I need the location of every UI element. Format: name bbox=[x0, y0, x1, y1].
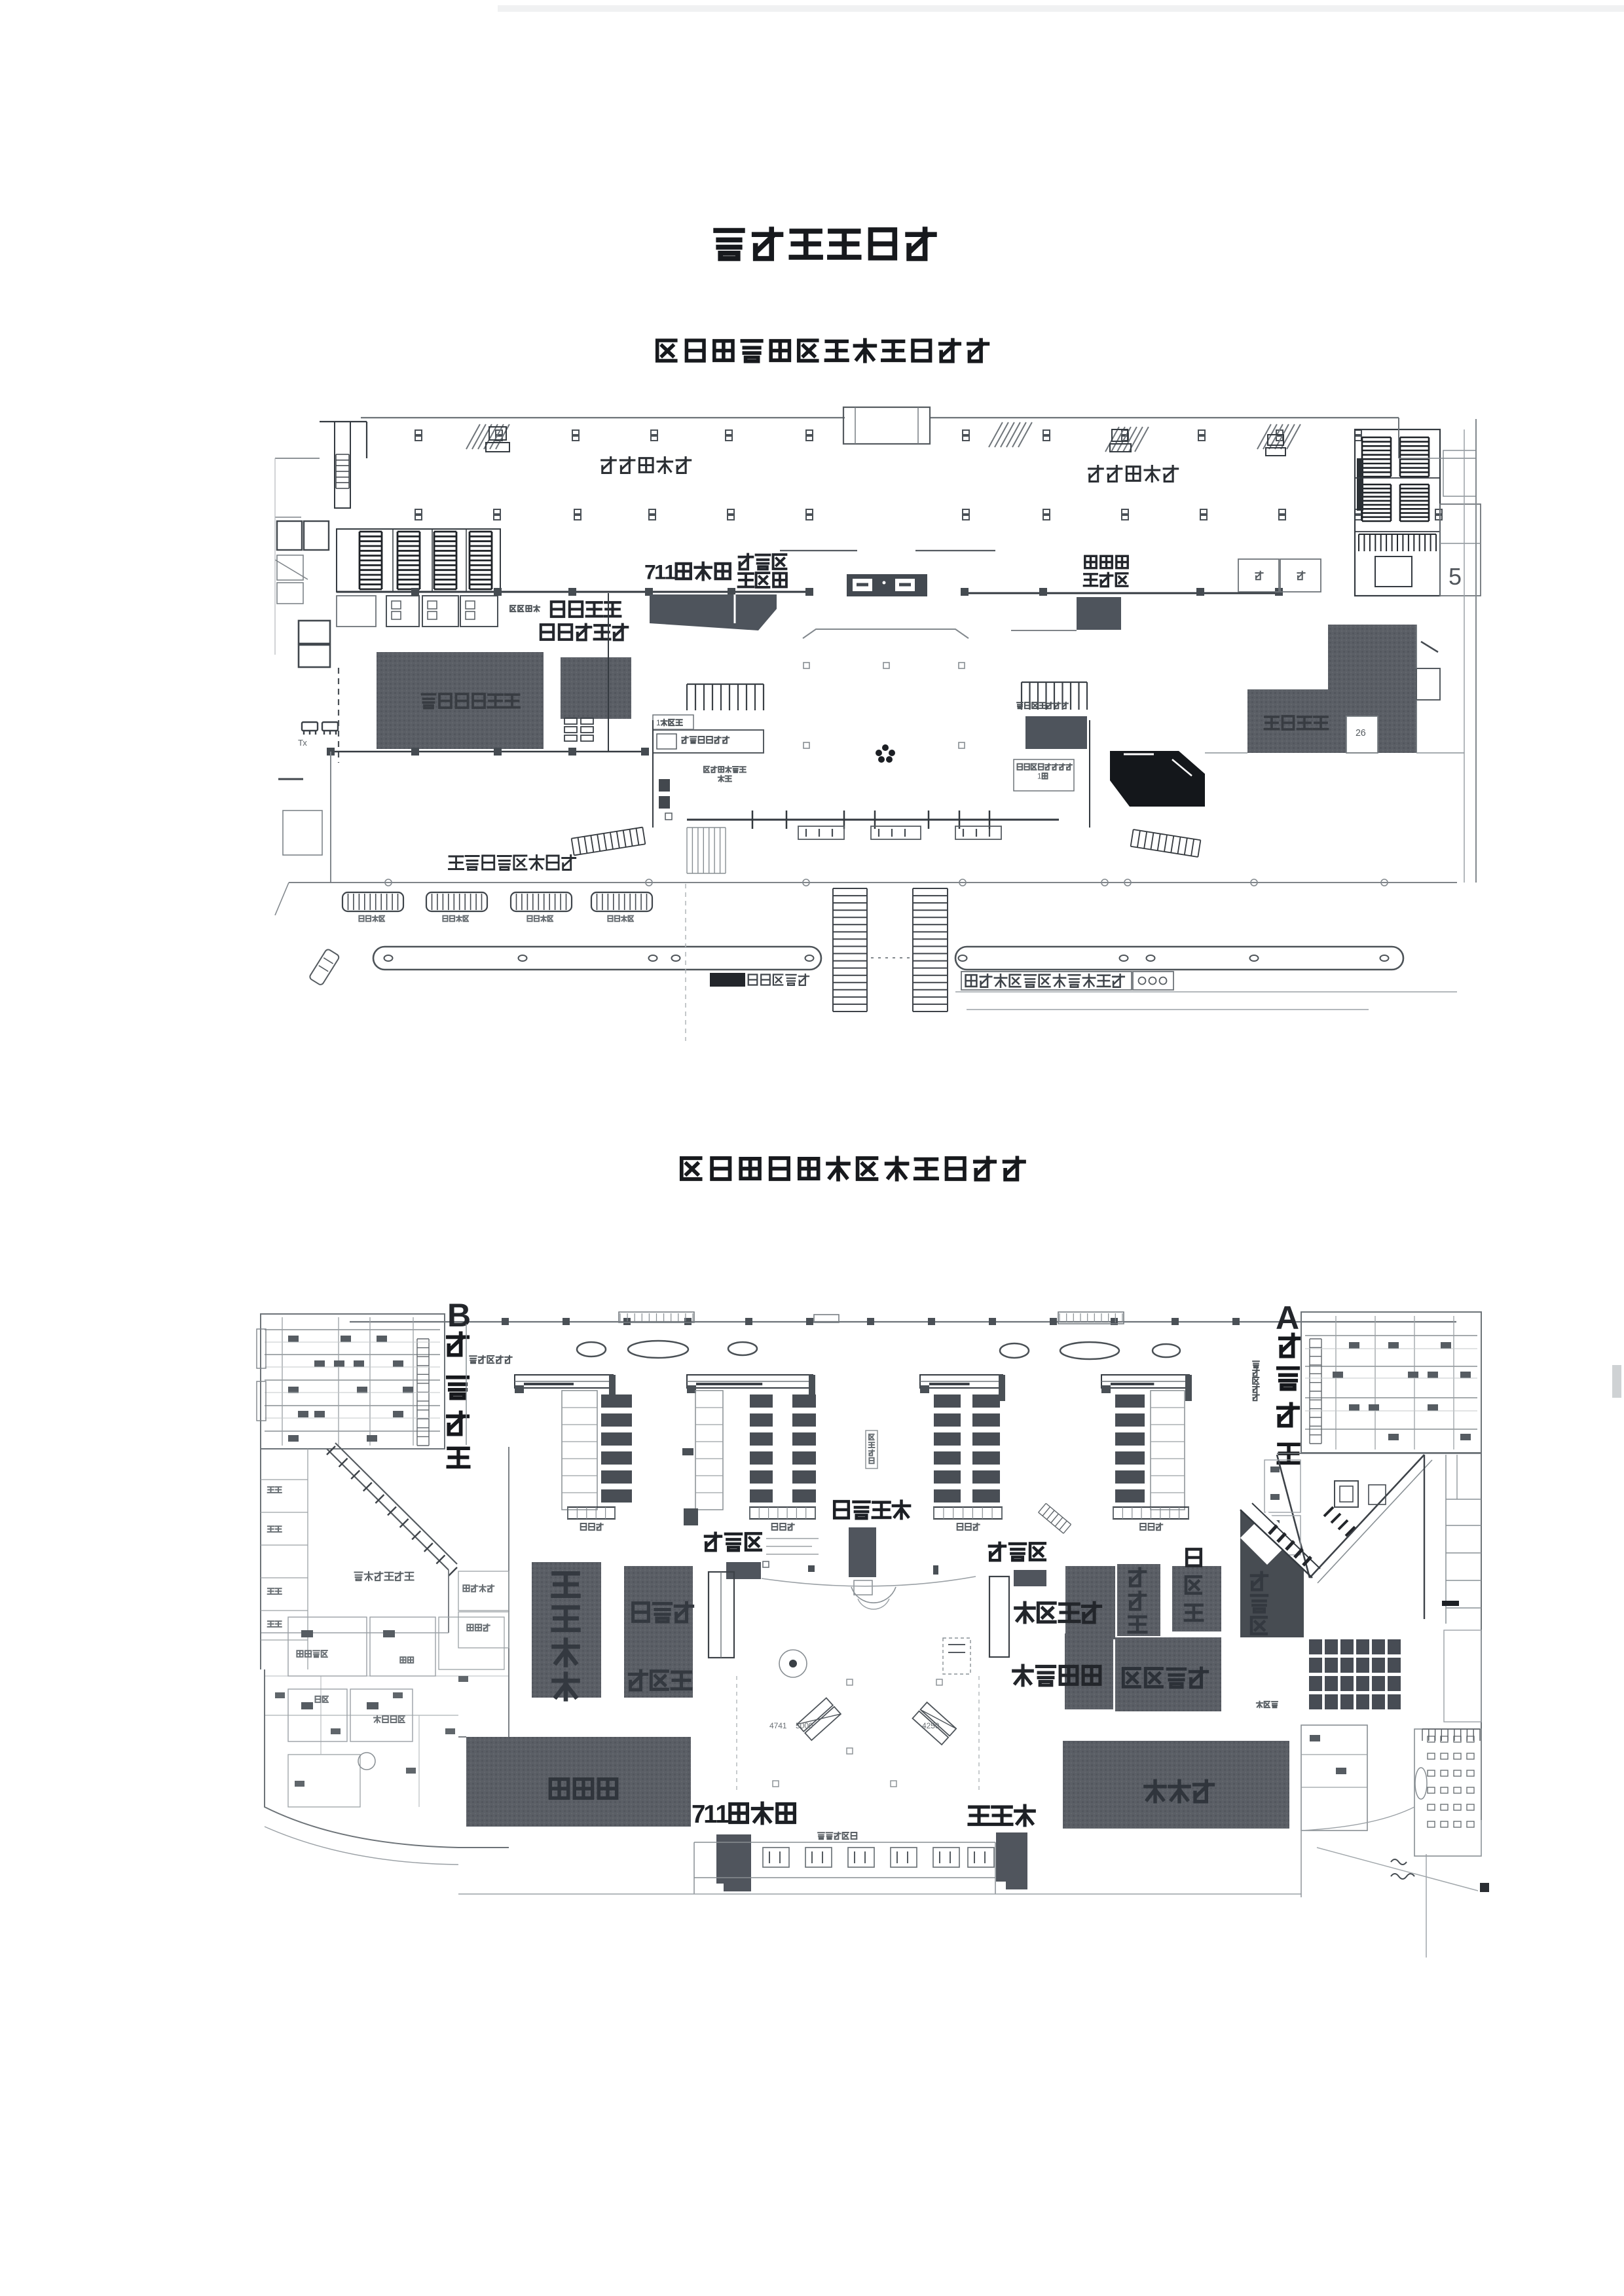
svg-text:4: 4 bbox=[769, 1721, 774, 1730]
svg-text:5: 5 bbox=[931, 1721, 935, 1730]
svg-text:5: 5 bbox=[796, 1721, 800, 1730]
svg-text:4: 4 bbox=[778, 1721, 783, 1730]
svg-text:x: x bbox=[303, 738, 307, 748]
svg-text:0: 0 bbox=[935, 1721, 940, 1730]
svg-text:7: 7 bbox=[644, 560, 656, 584]
svg-text:B: B bbox=[447, 1297, 471, 1334]
svg-text:1: 1 bbox=[703, 1800, 717, 1829]
svg-text:7: 7 bbox=[692, 1800, 705, 1829]
svg-text:1: 1 bbox=[654, 560, 666, 584]
svg-text:7: 7 bbox=[774, 1721, 779, 1730]
svg-text:T: T bbox=[298, 738, 303, 748]
svg-text:6: 6 bbox=[1361, 728, 1366, 738]
svg-text:0: 0 bbox=[800, 1721, 805, 1730]
svg-text:A: A bbox=[1276, 1300, 1299, 1336]
svg-text:5: 5 bbox=[1449, 563, 1462, 590]
svg-text:1: 1 bbox=[783, 1721, 787, 1730]
svg-text:1: 1 bbox=[1037, 773, 1041, 781]
svg-text:2: 2 bbox=[927, 1721, 931, 1730]
svg-text:1: 1 bbox=[715, 1800, 729, 1829]
svg-text:0: 0 bbox=[804, 1721, 809, 1730]
svg-text:1: 1 bbox=[656, 718, 661, 727]
svg-text:4: 4 bbox=[922, 1721, 927, 1730]
svg-text:1: 1 bbox=[664, 560, 676, 584]
svg-text:2: 2 bbox=[1356, 728, 1361, 738]
svg-text:0: 0 bbox=[809, 1721, 813, 1730]
